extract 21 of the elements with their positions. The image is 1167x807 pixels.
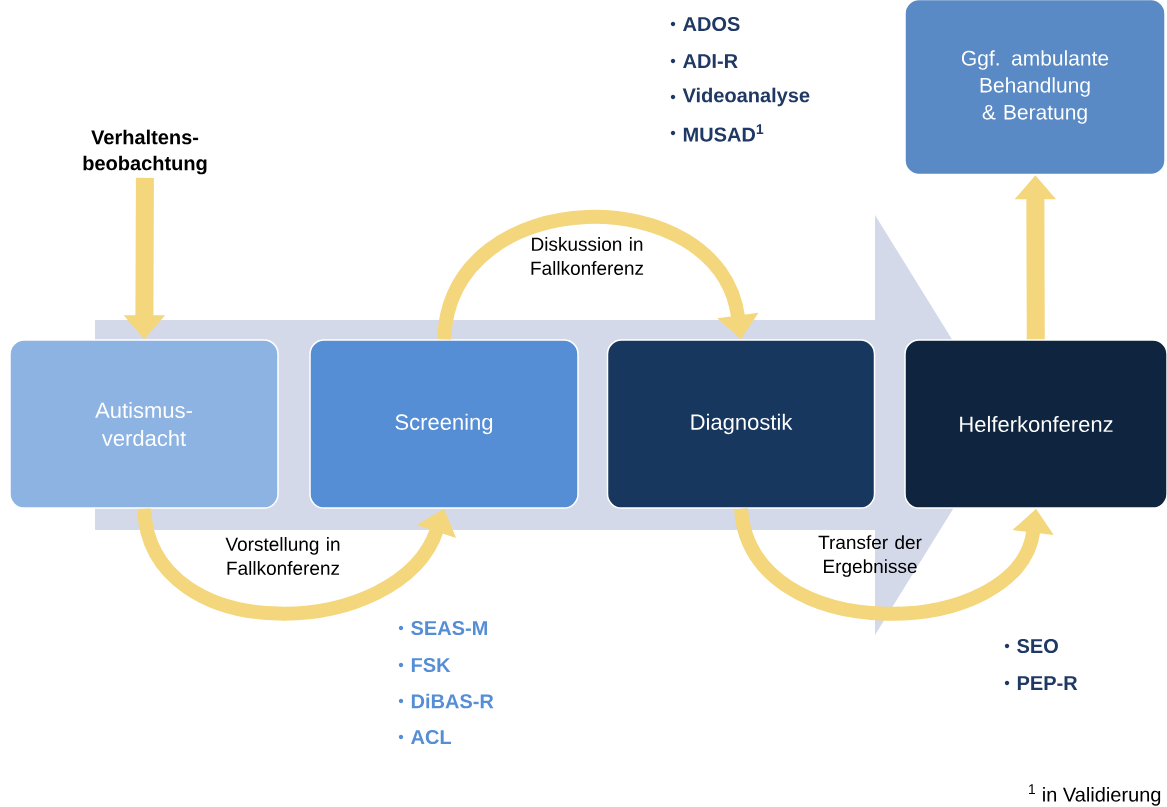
list-item: PEP-R bbox=[1004, 676, 1078, 690]
list-item: SEO bbox=[1004, 638, 1058, 654]
list-item: Videoanalyse bbox=[670, 87, 810, 107]
edge-label: Diskussion in Fallkonferenz bbox=[531, 237, 644, 275]
process-box: Diagnostik bbox=[606, 339, 876, 509]
process-box: Screening bbox=[309, 339, 579, 509]
process-box: Ggf. ambulante Behandlung & Beratung bbox=[904, 0, 1166, 176]
list-item: FSK bbox=[398, 657, 451, 673]
block-arrow bbox=[437, 210, 759, 341]
list-item: SEAS-M bbox=[398, 620, 487, 636]
list-item: MUSAD$^{1}$ bbox=[670, 124, 764, 142]
list-item: DiBAS-R bbox=[398, 693, 494, 709]
edge-label: Transfer der Ergebnisse bbox=[818, 535, 922, 577]
list-item: ADOS bbox=[670, 16, 740, 32]
edge-label: Vorstellung in Fallkonferenz bbox=[225, 537, 340, 575]
footnote: $^{1}$ in Validierung bbox=[1029, 784, 1161, 806]
process-box: Autismus- verdacht bbox=[9, 339, 279, 509]
process-box: Helferkonferenz bbox=[904, 339, 1167, 509]
text-label: Verhaltens- beobachtung bbox=[83, 129, 207, 175]
list-item: ACL bbox=[398, 729, 451, 745]
list-item: ADI-R bbox=[670, 54, 738, 68]
